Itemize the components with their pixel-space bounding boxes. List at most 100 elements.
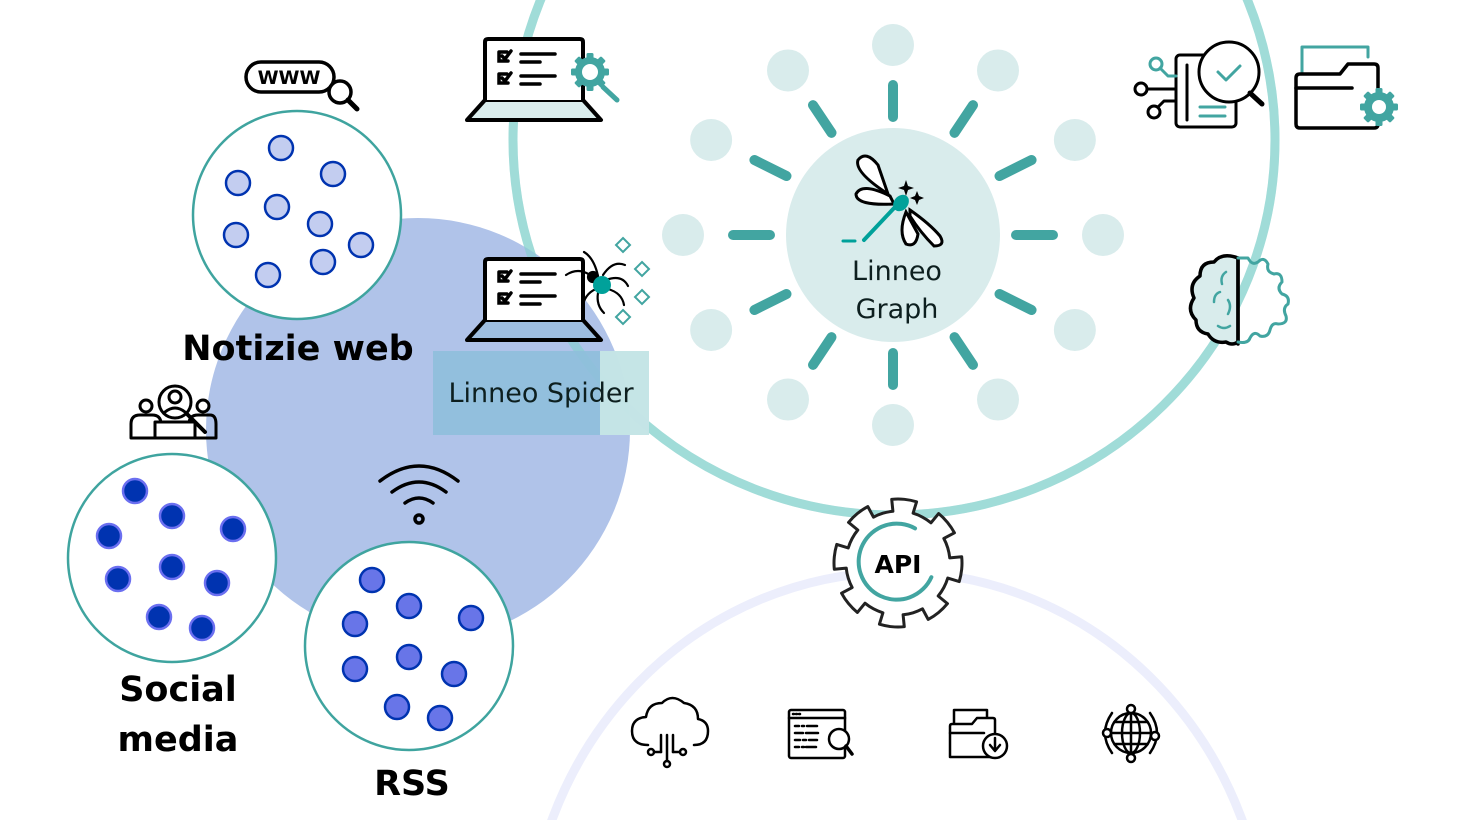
gear-tooth [1375,118,1383,126]
graph-label-line1: Linneo [852,256,942,287]
people-search-icon [129,384,218,440]
rss-dot [395,643,423,671]
web-dot [267,134,295,162]
graph-node [872,404,914,446]
social-dot [121,477,149,505]
rss-dot [457,604,485,632]
rss-dot [440,660,468,688]
graph-nodes [662,24,1124,446]
graph-spoke [808,332,837,370]
spider-glyph [564,250,630,315]
rss-dot [341,655,369,683]
folder-settings-icon [1294,45,1398,130]
www-text: WWW [258,67,321,89]
graph-node [1082,214,1124,256]
www-search-icon: WWW [244,60,360,112]
graph-label-line2: Graph [856,294,939,325]
gear-tooth [1363,91,1374,102]
gear-tooth [1360,103,1368,111]
social-label-line1: Social [119,670,237,710]
web-dot [263,193,291,221]
folder-download-icon [948,708,1009,760]
graph-node [690,309,733,351]
web-code-search-icon [787,708,854,760]
globe-network-icon [1101,703,1161,764]
graph-node [872,24,914,66]
web-dot [254,261,282,289]
rss-wifi-icon [378,464,460,525]
social-dots [95,477,247,642]
gear-tooth [595,56,606,67]
gear-tooth [586,53,594,61]
spider-sparkles [614,236,651,326]
social-dot [95,522,123,550]
brain-gear-icon [1188,254,1290,346]
graph-node [690,119,733,161]
social-dot [158,553,186,581]
graph-spoke [994,155,1037,181]
graph-spoke [749,289,792,315]
spider-label-box-tint [600,351,649,435]
gear-tooth [1363,112,1374,123]
gear-tooth [574,56,585,67]
graph-node [662,214,704,256]
rss-label: RSS [374,764,450,804]
laptop-gear-icon [465,37,620,122]
web-dot [222,221,250,249]
social-dot [219,515,247,543]
graph-spokes [728,80,1058,390]
rss-dot [358,566,386,594]
crawler-gear [571,53,609,91]
web-dot [306,210,334,238]
social-dot [203,569,231,597]
graph-node [767,378,809,421]
cloud-network-icon [630,696,710,769]
graph-node [767,49,809,92]
gear-tooth [1390,103,1398,111]
gear-tooth [1375,88,1383,96]
web-dot [347,231,375,259]
gear-tooth [571,68,579,76]
rss-dot [426,704,454,732]
web-dot [224,169,252,197]
web-label: Notizie web [182,329,413,369]
graph-center [786,128,1000,342]
social-dot [158,502,186,530]
gear-tooth [1384,91,1395,102]
graph-spoke [749,155,792,181]
gear-tooth [574,77,585,88]
gear-tooth [601,68,609,76]
graph-node [977,49,1019,92]
web-dots [222,134,375,289]
social-dot [188,614,216,642]
graph-spoke [949,332,978,370]
rss-dot [383,693,411,721]
social-label-line2: media [118,720,239,760]
rss-dots [341,566,485,732]
rss-source: RSS [303,464,515,804]
laptop-spider-icon [465,236,651,342]
web-source: WWW Notizie web [182,60,414,369]
gear-tooth [1384,112,1395,123]
rss-dot [341,610,369,638]
api-gear-icon: API [832,497,964,629]
web-dot [319,160,347,188]
graph-spoke [808,100,837,138]
api-label: API [875,550,922,579]
web-dot [309,248,337,276]
dragonfly-icon [841,154,944,248]
graph-spoke [949,100,978,138]
document-analysis-icon [1133,40,1265,129]
social-source: Social media [66,384,278,760]
social-dot [145,603,173,631]
social-dot [104,565,132,593]
graph-node [1053,119,1096,161]
graph-spoke [994,289,1037,315]
web-circle [191,109,403,321]
rss-dot [395,592,423,620]
gear-tooth [586,83,594,91]
graph-node [1053,309,1096,351]
graph-node [977,378,1019,421]
graph-hub: Linneo Graph [662,24,1124,446]
